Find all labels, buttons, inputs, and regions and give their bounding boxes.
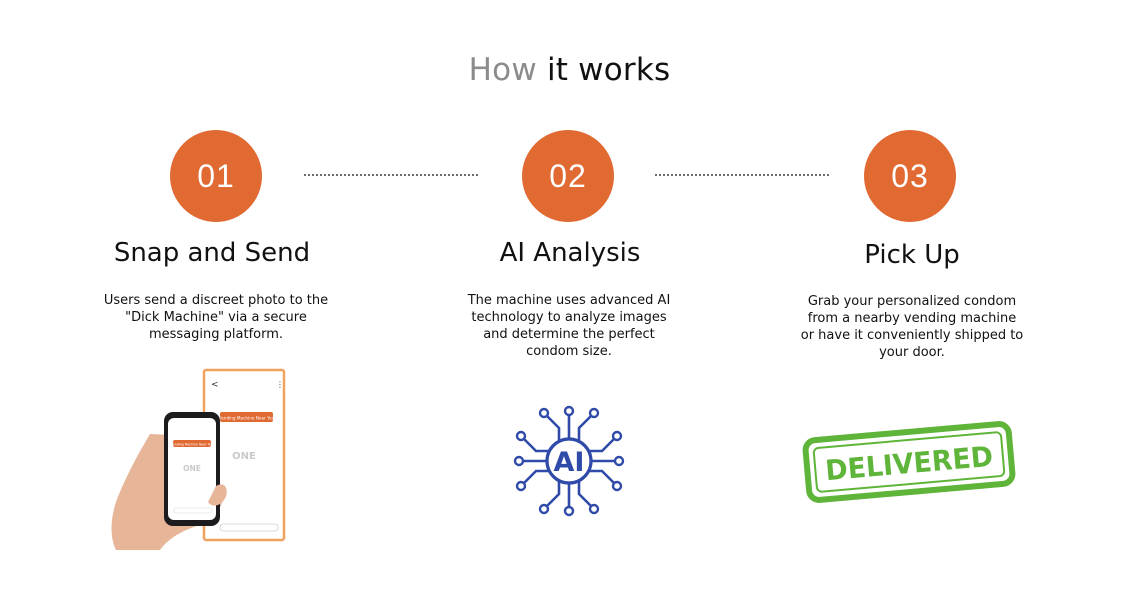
step-3-title: Pick Up xyxy=(864,240,960,270)
phone-in-hand-illustration: < ⋮ Vending Machine Near You ONE Vending… xyxy=(108,368,290,554)
step-1-description: Users send a discreet photo to the "Dick… xyxy=(103,293,329,342)
delivered-stamp-label: DELIVERED xyxy=(824,440,994,488)
step-2-title: AI Analysis xyxy=(499,238,641,268)
phone-menu-icon: ⋮ xyxy=(276,380,284,389)
ai-icon-label: AI xyxy=(554,447,585,478)
page-title-dark: it works xyxy=(546,52,671,88)
chat-bubble-small: Vending Machine Near You xyxy=(171,443,213,447)
page-title: How it works xyxy=(0,52,1139,88)
step-1-number: 01 xyxy=(170,130,262,222)
brand-logo-large: ONE xyxy=(232,451,256,462)
step-1-title: Snap and Send xyxy=(113,238,311,268)
step-connector-2 xyxy=(655,174,829,176)
step-2-number: 02 xyxy=(522,130,614,222)
delivered-stamp: DELIVERED xyxy=(799,420,1019,504)
ai-chip-icon: AI xyxy=(512,404,626,518)
step-connector-1 xyxy=(304,174,478,176)
step-3-description: Grab your personalized condom from a nea… xyxy=(800,294,1024,360)
step-3-number: 03 xyxy=(864,130,956,222)
page-title-light: How xyxy=(468,52,537,88)
step-2-description: The machine uses advanced AI technology … xyxy=(467,293,671,359)
phone-back-icon: < xyxy=(211,380,219,390)
chat-bubble-large: Vending Machine Near You xyxy=(219,416,275,421)
brand-logo-small: ONE xyxy=(183,464,201,473)
